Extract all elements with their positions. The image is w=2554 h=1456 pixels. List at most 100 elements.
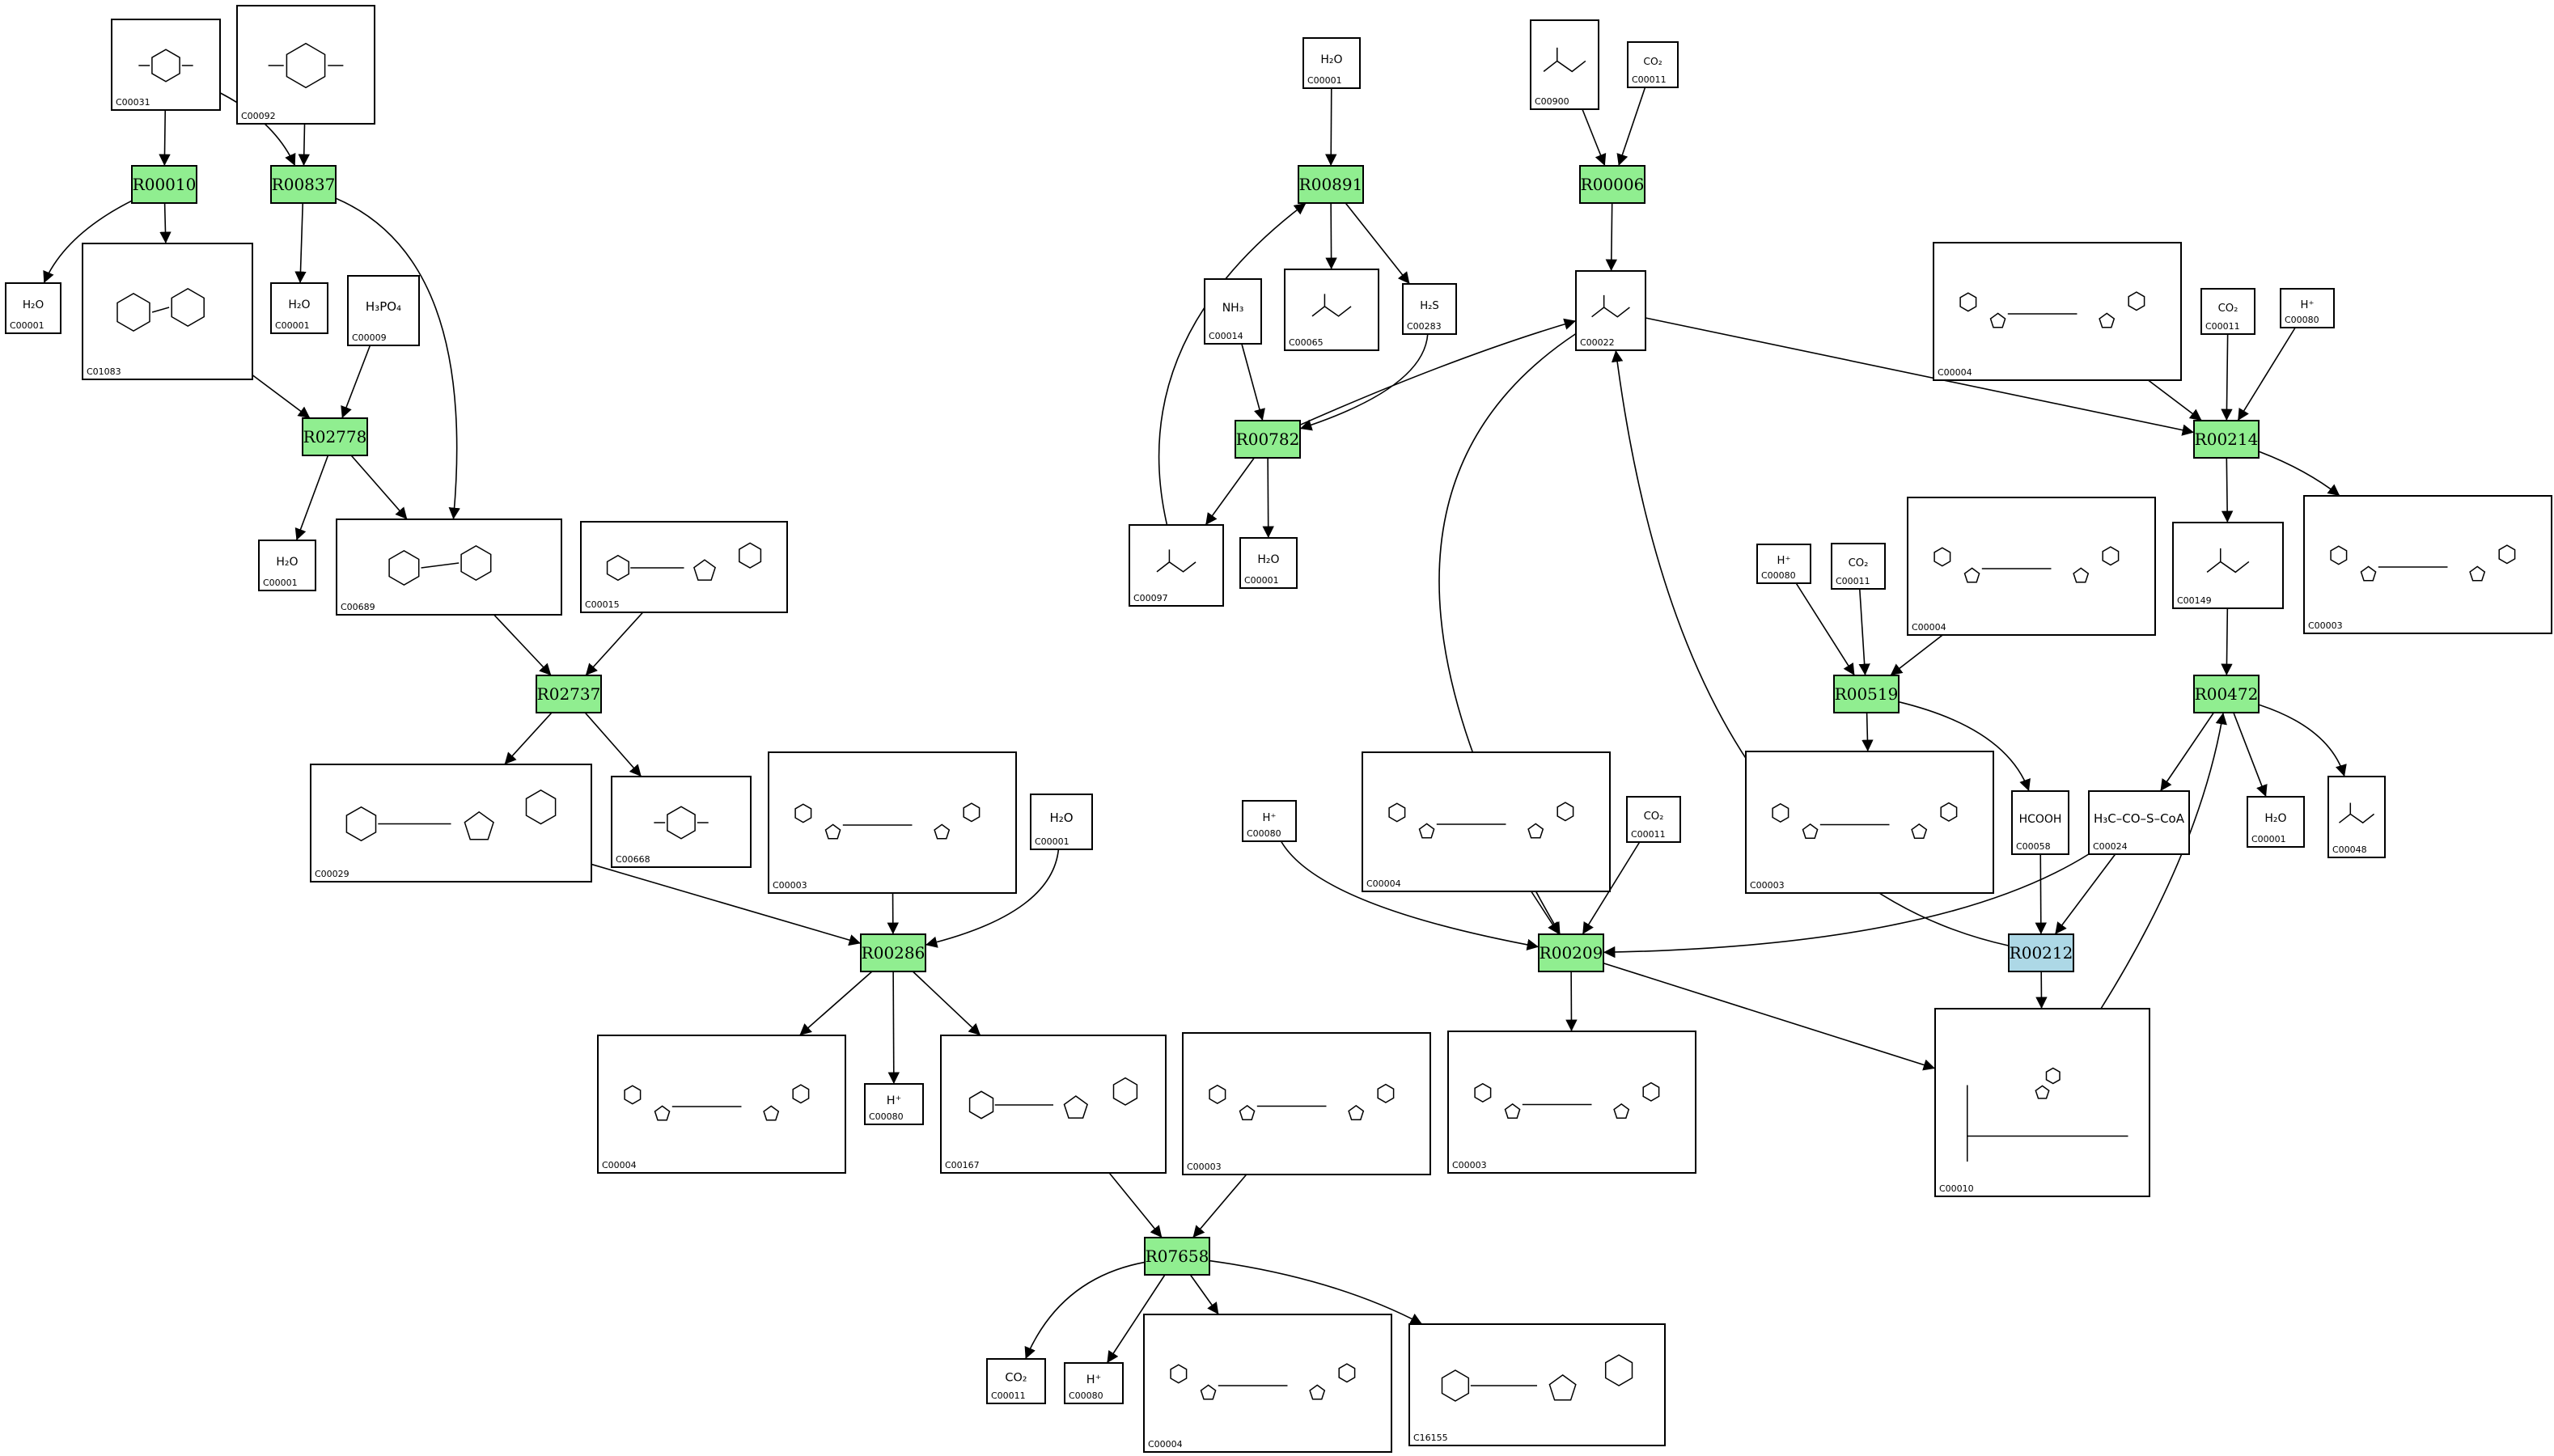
- compound-c00080[interactable]: H⁺C00080: [1064, 1362, 1124, 1404]
- compound-c00003[interactable]: C00003: [1182, 1032, 1431, 1175]
- edge-c01083_a-to-R02778: [252, 374, 311, 419]
- compound-c00031[interactable]: C00031: [111, 19, 221, 111]
- compound-c00092[interactable]: C00092: [236, 5, 375, 125]
- compound-c00080[interactable]: H⁺C00080: [2280, 288, 2335, 328]
- reaction-r00010[interactable]: R00010: [131, 165, 197, 204]
- reaction-box: [2193, 675, 2260, 713]
- reaction-r00782[interactable]: R00782: [1235, 420, 1301, 459]
- compound-id-label: C00004: [1938, 367, 1972, 378]
- compound-id-label: C00003: [1187, 1162, 1222, 1172]
- structure-sugar: [268, 42, 344, 89]
- compound-id-label: C00149: [2177, 595, 2212, 606]
- compound-c00004[interactable]: C00004: [1143, 1314, 1392, 1453]
- compound-formula: H₂O: [276, 556, 298, 569]
- compound-id-label: C00010: [1939, 1183, 1974, 1194]
- compound-id-label: C00004: [1366, 878, 1401, 889]
- compound-c00668[interactable]: C00668: [611, 776, 752, 868]
- compound-c00010[interactable]: C00010: [1934, 1008, 2150, 1197]
- compound-c00065[interactable]: C00065: [1284, 269, 1379, 351]
- edge-c00011_d-to-R00519: [1858, 588, 1870, 676]
- compound-c00080[interactable]: H⁺C00080: [1756, 544, 1811, 584]
- reaction-r00837[interactable]: R00837: [270, 165, 337, 204]
- compound-c00003[interactable]: C00003: [2303, 495, 2552, 634]
- compound-box: [1626, 796, 1681, 843]
- compound-c00080[interactable]: H⁺C00080: [864, 1083, 924, 1125]
- reaction-id-label: R00472: [2195, 684, 2259, 704]
- reaction-box: [1833, 675, 1900, 713]
- reaction-r07658[interactable]: R07658: [1144, 1237, 1210, 1276]
- compound-id-label: C00001: [275, 320, 310, 331]
- reaction-r02778[interactable]: R02778: [302, 417, 368, 456]
- reaction-r00214[interactable]: R00214: [2193, 420, 2260, 459]
- edge-R00782-to-c00097_a: [1205, 457, 1255, 526]
- reaction-id-label: R00209: [1540, 943, 1603, 963]
- reaction-r00006[interactable]: R00006: [1579, 165, 1645, 204]
- compound-c00167[interactable]: C00167: [940, 1035, 1167, 1174]
- compound-c00004[interactable]: C00004: [597, 1035, 846, 1174]
- compound-c00029[interactable]: C00029: [310, 764, 592, 882]
- reaction-r00212[interactable]: R00212: [2008, 933, 2074, 972]
- edge-c00149_a-to-R00472: [2221, 607, 2233, 676]
- reaction-r00209[interactable]: R00209: [1538, 933, 1604, 972]
- edge-R00010-to-c00001_a: [43, 200, 133, 284]
- compound-c00022[interactable]: C00022: [1575, 270, 1646, 351]
- edge-c00001_e-to-R00891: [1325, 87, 1337, 167]
- compound-c00689[interactable]: C00689: [336, 518, 562, 616]
- compound-c00003[interactable]: C00003: [768, 751, 1017, 894]
- compound-c00097[interactable]: C00097: [1129, 524, 1224, 607]
- compound-box: [2303, 495, 2552, 634]
- edge-c00031_a-to-R00010: [159, 109, 171, 167]
- compound-c01083[interactable]: C01083: [82, 243, 253, 380]
- compound-c00004[interactable]: C00004: [1933, 242, 2182, 381]
- edge-c00029_a-to-R00286: [591, 863, 862, 946]
- compound-formula: H⁺: [887, 1094, 901, 1107]
- compound-box: [236, 5, 375, 125]
- edge-R00837-to-c00689_a: [335, 197, 460, 520]
- compound-c00004[interactable]: C00004: [1907, 497, 2156, 636]
- compound-formula: CO₂: [1849, 557, 1869, 569]
- compound-c00048[interactable]: C00048: [2327, 776, 2386, 858]
- compound-c16155[interactable]: C16155: [1408, 1323, 1666, 1446]
- edge-R00519-to-c00058_a: [1898, 700, 2031, 792]
- reaction-r00891[interactable]: R00891: [1298, 165, 1364, 204]
- structure-dinucleotide: [1474, 1081, 1660, 1119]
- compound-c00004[interactable]: C00004: [1362, 751, 1611, 892]
- reaction-box: [302, 417, 368, 456]
- compound-c00080[interactable]: H⁺C00080: [1242, 800, 1297, 842]
- compound-c00003[interactable]: C00003: [1447, 1031, 1696, 1174]
- structure-coenzyme: [1967, 1067, 2128, 1162]
- compound-c00149[interactable]: C00149: [2172, 522, 2284, 609]
- compound-c00003[interactable]: C00003: [1745, 751, 1994, 894]
- structure-small: [1591, 294, 1630, 318]
- structure-nucleotide: [968, 1077, 1138, 1120]
- compound-box: [1302, 37, 1361, 89]
- compound-formula: H₂S: [1420, 300, 1439, 312]
- reaction-r00519[interactable]: R00519: [1833, 675, 1900, 713]
- reaction-r00472[interactable]: R00472: [2193, 675, 2260, 713]
- compound-c00015[interactable]: C00015: [580, 521, 788, 613]
- reaction-id-label: R02737: [537, 684, 601, 704]
- compound-formula: H₂O: [1257, 553, 1279, 566]
- compound-formula: H₂O: [1320, 53, 1342, 66]
- structure-small: [1156, 549, 1197, 573]
- reaction-r02737[interactable]: R02737: [536, 675, 602, 713]
- compound-c00900[interactable]: C00900: [1530, 19, 1599, 110]
- reaction-r00286[interactable]: R00286: [860, 933, 926, 972]
